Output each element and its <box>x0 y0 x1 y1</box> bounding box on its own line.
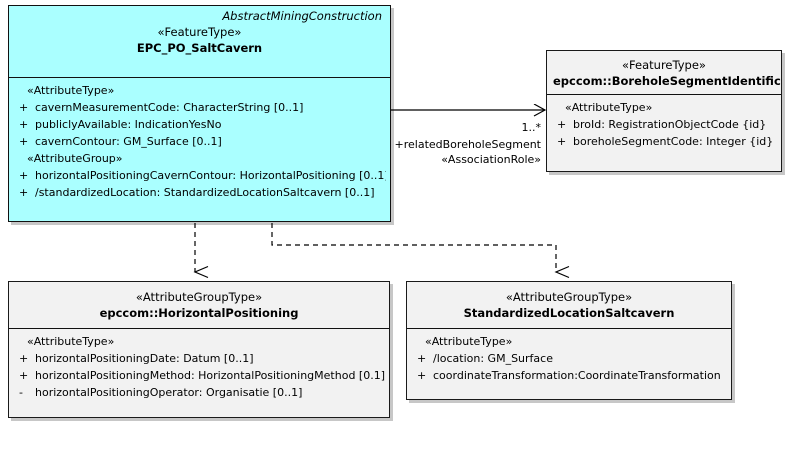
attribute-visibility: + <box>557 118 567 131</box>
attribute-row: + horizontalPositioningDate: Datum [0..1… <box>13 350 385 367</box>
class-stereotype: «FeatureType» <box>622 58 706 72</box>
attribute-text: publiclyAvailable: IndicationYesNo <box>35 118 222 131</box>
attribute-visibility: - <box>19 386 23 399</box>
attribute-row: + publiclyAvailable: IndicationYesNo <box>13 116 386 133</box>
association-role-label: +relatedBoreholeSegment <box>394 138 541 151</box>
class-stereotype: «AttributeGroupType» <box>135 290 263 304</box>
class-box-standardized-location-saltcavern[interactable]: «AttributeGroupType» StandardizedLocatio… <box>406 281 732 400</box>
class-header-horizontal-positioning: «AttributeGroupType» epccom::HorizontalP… <box>9 282 389 329</box>
attribute-text: cavernContour: GM_Surface [0..1] <box>35 135 222 148</box>
attribute-row: + /location: GM_Surface <box>411 350 727 367</box>
attribute-text: horizontalPositioningMethod: HorizontalP… <box>35 369 385 382</box>
attribute-row: + /standardizedLocation: StandardizedLoc… <box>13 184 386 201</box>
class-name-borehole-segment-identification: epccom::BoreholeSegmentIdentification <box>553 74 781 88</box>
compartment-group-attributetype: «AttributeType» <box>27 335 115 348</box>
compartment-group-attributetype: «AttributeType» <box>565 101 653 114</box>
class-body-standardized-location-saltcavern: «AttributeType» + /location: GM_Surface … <box>407 329 731 389</box>
class-header-epc-po-saltcavern: AbstractMiningConstruction «FeatureType»… <box>9 6 390 78</box>
attribute-text: /standardizedLocation: StandardizedLocat… <box>35 186 375 199</box>
attribute-text: coordinateTransformation:CoordinateTrans… <box>433 369 721 382</box>
attribute-text: horizontalPositioningOperator: Organisat… <box>35 386 303 399</box>
attribute-visibility: + <box>417 352 427 365</box>
class-box-borehole-segment-identification[interactable]: «FeatureType» epccom::BoreholeSegmentIde… <box>546 50 782 172</box>
class-stereotype: «FeatureType» <box>157 25 242 39</box>
class-body-horizontal-positioning: «AttributeType» + horizontalPositioningD… <box>9 329 389 406</box>
package-label-abstractminingconstruction: AbstractMiningConstruction <box>222 9 382 23</box>
connector-dependency-standardized-location[interactable] <box>271 223 570 279</box>
compartment-group-attributetype: «AttributeType» <box>27 84 115 97</box>
class-header-borehole-segment-identification: «FeatureType» epccom::BoreholeSegmentIde… <box>547 51 781 95</box>
attribute-text: cavernMeasurementCode: CharacterString [… <box>35 101 304 114</box>
attribute-text: horizontalPositioningDate: Datum [0..1] <box>35 352 254 365</box>
attribute-visibility: + <box>19 186 29 199</box>
class-box-epc-po-saltcavern[interactable]: AbstractMiningConstruction «FeatureType»… <box>8 5 391 222</box>
attribute-row: + broId: RegistrationObjectCode {id} <box>551 116 777 133</box>
association-stereotype-label: «AssociationRole» <box>441 153 541 166</box>
class-stereotype: «AttributeGroupType» <box>505 290 633 304</box>
class-name-standardized-location-saltcavern: StandardizedLocationSaltcavern <box>463 306 675 320</box>
attribute-row: + cavernMeasurementCode: CharacterString… <box>13 99 386 116</box>
class-name-horizontal-positioning: epccom::HorizontalPositioning <box>99 306 299 320</box>
attribute-visibility: + <box>19 118 29 131</box>
attribute-visibility: + <box>19 101 29 114</box>
class-name-epc-po-saltcavern: EPC_PO_SaltCavern <box>136 41 263 55</box>
attribute-visibility: + <box>19 135 29 148</box>
attribute-row: + cavernContour: GM_Surface [0..1] <box>13 133 386 150</box>
compartment-group-attributegroup: «AttributeGroup» <box>27 152 123 165</box>
class-body-epc-po-saltcavern: «AttributeType» + cavernMeasurementCode:… <box>9 78 390 206</box>
attribute-row: + horizontalPositioningMethod: Horizonta… <box>13 367 385 384</box>
attribute-row: - horizontalPositioningOperator: Organis… <box>13 384 385 401</box>
attribute-visibility: + <box>19 352 29 365</box>
attribute-text: horizontalPositioningCavernContour: Hori… <box>35 169 386 182</box>
class-body-borehole-segment-identification: «AttributeType» + broId: RegistrationObj… <box>547 95 781 155</box>
attribute-text: broId: RegistrationObjectCode {id} <box>573 118 767 131</box>
class-box-horizontal-positioning[interactable]: «AttributeGroupType» epccom::HorizontalP… <box>8 281 390 418</box>
association-multiplicity-label: 1..* <box>521 121 542 134</box>
attribute-visibility: + <box>557 135 567 148</box>
attribute-row: + coordinateTransformation:CoordinateTra… <box>411 367 727 384</box>
attribute-row: + horizontalPositioningCavernContour: Ho… <box>13 167 386 184</box>
attribute-text: boreholeSegmentCode: Integer {id} <box>573 135 774 148</box>
compartment-group-attributetype: «AttributeType» <box>425 335 513 348</box>
attribute-row: + boreholeSegmentCode: Integer {id} <box>551 133 777 150</box>
attribute-visibility: + <box>19 369 29 382</box>
class-header-standardized-location-saltcavern: «AttributeGroupType» StandardizedLocatio… <box>407 282 731 329</box>
attribute-visibility: + <box>417 369 427 382</box>
attribute-text: /location: GM_Surface <box>433 352 553 365</box>
attribute-visibility: + <box>19 169 29 182</box>
